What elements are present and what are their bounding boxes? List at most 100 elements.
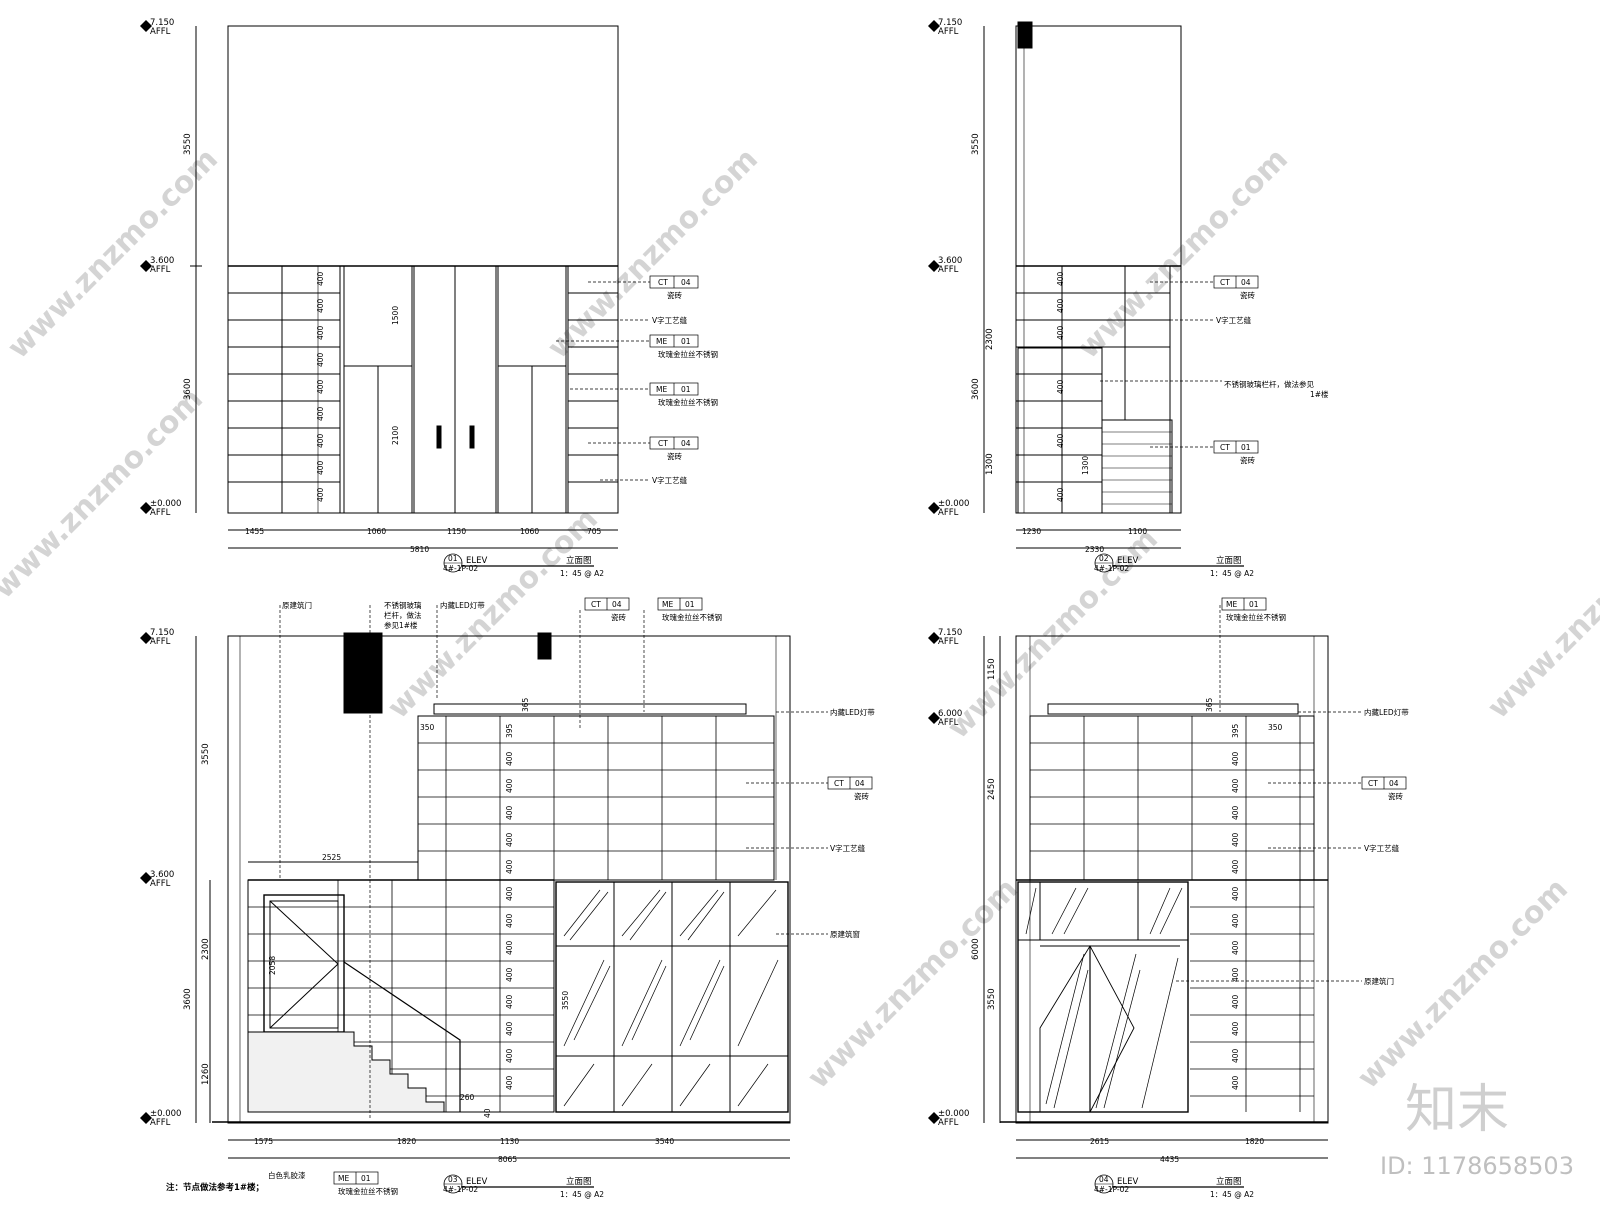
e1-title: 立面图 (566, 555, 592, 566)
e3-me01b-code: ME (338, 1174, 349, 1183)
e1-title-code: ELEV (466, 556, 487, 566)
e1-level-floor: ±0.000 (150, 499, 181, 509)
e1-ct04-code: CT (658, 278, 668, 287)
e1-dim-3600: 3600 (183, 378, 193, 400)
e3-ct04b-num: 04 (855, 779, 865, 788)
level-marker-icon (928, 712, 940, 724)
e2-vjoint: V字工艺缝 (1216, 315, 1252, 325)
e1-title-ref: 4#-1P-02 (443, 564, 478, 573)
e3-ct04-code: CT (591, 600, 601, 609)
e2-row-dim: 400 (1056, 487, 1065, 502)
e3-glass-hatch (563, 889, 779, 1107)
e1-me01b-desc: 玫瑰金拉丝不锈钢 (658, 397, 718, 407)
e2-dim-3550: 3550 (971, 133, 981, 155)
e4-dim-6000: 6000 (971, 938, 981, 960)
e3-title-code: ELEV (466, 1177, 487, 1187)
e4-row-dim: 400 (1231, 832, 1240, 847)
e4-affl-6000: AFFL (938, 718, 959, 728)
e4-w-4435: 4435 (1160, 1155, 1179, 1164)
e2-row-dim: 400 (1056, 325, 1065, 340)
e4-right-tile-grid (1190, 880, 1314, 1112)
e3-dark-block-2 (537, 632, 552, 660)
e3-ct04-desc: 瓷砖 (611, 612, 626, 622)
e1-row-dim: 400 (316, 271, 325, 286)
e3-dim-40: 40 (483, 1108, 492, 1118)
e4-ct04-desc: 瓷砖 (1388, 791, 1404, 801)
e1-row-dim: 400 (316, 433, 325, 448)
e4-row-dim: 400 (1231, 751, 1240, 766)
e3-row-dim: 400 (505, 967, 514, 982)
e2-title-scale: 1：45 @ A2 (1210, 569, 1254, 578)
e4-title-ref: 4#-1P-02 (1094, 1185, 1129, 1194)
e1-ct04-desc: 瓷砖 (667, 290, 682, 300)
e1-dim-3550: 3550 (183, 133, 193, 155)
e4-row-dim: 400 (1231, 913, 1240, 928)
e1-ct04b-desc: 瓷砖 (667, 451, 682, 461)
e2-level-mid: 3.600 (938, 256, 962, 266)
level-marker-icon (140, 20, 152, 32)
e4-row-dim: 400 (1231, 1075, 1240, 1090)
e3-row-dim: 400 (505, 859, 514, 874)
e2-affl-mid: AFFL (938, 265, 959, 275)
e1-dim-1500: 1500 (391, 306, 400, 325)
e4-row-dim: 400 (1231, 778, 1240, 793)
e4-title-scale: 1：45 @ A2 (1210, 1190, 1254, 1199)
e1-affl-top: AFFL (150, 27, 171, 37)
e3-me01-desc: 玫瑰金拉丝不锈钢 (662, 612, 722, 622)
e4-row-dim: 400 (1231, 967, 1240, 982)
e2-title: 立面图 (1216, 555, 1242, 566)
level-marker-icon (140, 260, 152, 272)
e1-level-top: 7.150 (150, 18, 174, 28)
e1-ct04b-num: 04 (681, 439, 691, 448)
e3-row-dim: 400 (505, 1075, 514, 1090)
e3-railing-label-1: 不锈钢玻璃 (384, 600, 422, 610)
e3-dark-block-1 (343, 632, 383, 714)
e3-stair (247, 1031, 445, 1113)
level-marker-icon (928, 1112, 940, 1124)
e3-led-label-top: 内藏LED灯带 (440, 600, 485, 610)
watermark-4: www.znzmo.com (0, 382, 210, 606)
e1-me01-code: ME (656, 337, 667, 346)
e1-row-dim: 400 (316, 379, 325, 394)
e1-row-dim: 400 (316, 352, 325, 367)
e3-railing-label-3: 参见1#楼 (384, 620, 418, 630)
e1-w-1060b: 1060 (520, 527, 539, 536)
e3-w-1820: 1820 (397, 1137, 416, 1146)
e3-affl-mid: AFFL (150, 879, 171, 889)
e1-tile-rows (228, 292, 618, 483)
e2-ct01-desc: 瓷砖 (1240, 455, 1256, 465)
e2-row-dim: 400 (1056, 271, 1065, 286)
e1-outline (227, 25, 619, 514)
level-marker-icon (928, 502, 940, 514)
e3-row-dim: 400 (505, 940, 514, 955)
e1-row-dim: 400 (316, 487, 325, 502)
e2-title-ref: 4#-1P-02 (1094, 564, 1129, 573)
e3-title-ref: 4#-1P-02 (443, 1185, 478, 1194)
e4-led-label: 内藏LED灯带 (1364, 707, 1409, 717)
e1-w-1060a: 1060 (367, 527, 386, 536)
watermark-9: www.znzmo.com (1481, 502, 1600, 726)
e4-title-num: 04 (1099, 1175, 1109, 1184)
e2-affl-top: AFFL (938, 27, 959, 37)
e3-dim-2525: 2525 (322, 853, 341, 862)
e2-row-dim: 400 (1056, 433, 1065, 448)
e3-title-scale: 1：45 @ A2 (560, 1190, 604, 1199)
e1-panel-3 (567, 265, 619, 514)
e4-dim-365: 365 (1205, 697, 1214, 712)
e2-title-code: ELEV (1117, 556, 1138, 566)
e1-row-dim: 400 (316, 460, 325, 475)
e3-row-dim: 400 (505, 805, 514, 820)
e4-row-dim: 400 (1231, 994, 1240, 1009)
e1-row-dim: 400 (316, 325, 325, 340)
e4-w-2615: 2615 (1090, 1137, 1109, 1146)
e2-w-2330: 2330 (1085, 545, 1104, 554)
e3-level-top: 7.150 (150, 628, 174, 638)
e1-dim-2100: 2100 (391, 426, 400, 445)
e2-stair (1101, 419, 1173, 514)
e2-row-dim: 400 (1056, 298, 1065, 313)
e3-ct04b-desc: 瓷砖 (854, 791, 869, 801)
e3-me01-code: ME (662, 600, 673, 609)
e2-affl-floor: AFFL (938, 508, 959, 518)
e4-upper-tile-grid (1030, 716, 1314, 880)
e2-title-num: 02 (1099, 554, 1109, 563)
